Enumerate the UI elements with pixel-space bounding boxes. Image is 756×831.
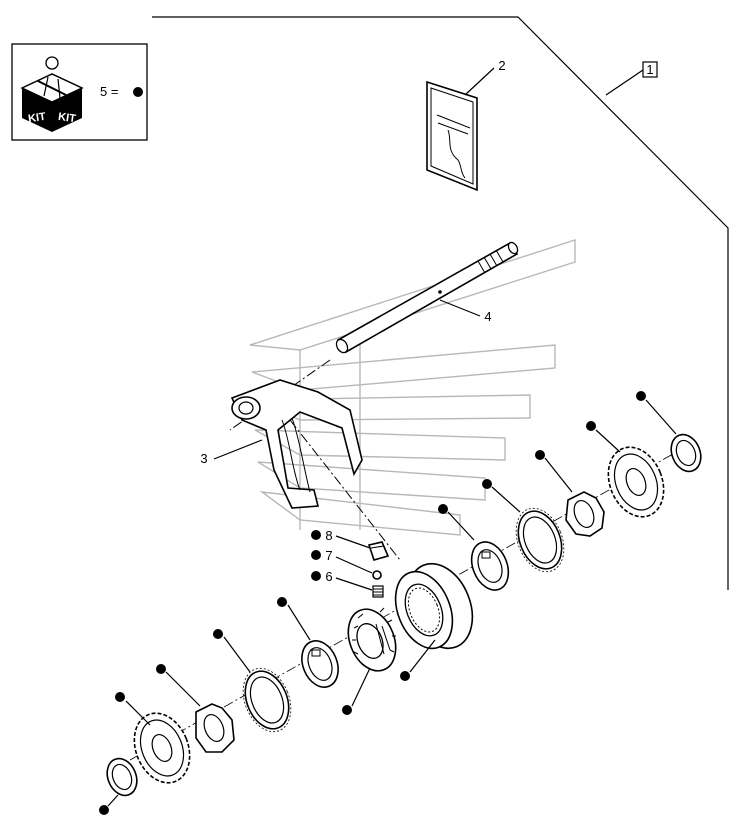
synchro-ring-left-1 xyxy=(301,640,339,688)
callout-4: 4 xyxy=(484,309,491,324)
kit-legend: KIT KIT 5 = xyxy=(11,43,148,141)
manual-decal xyxy=(426,80,478,192)
kit-box-icon: KIT KIT xyxy=(20,56,84,132)
kit-marker-cone-r xyxy=(482,479,492,489)
blocker-r-leader xyxy=(544,457,573,493)
kit-marker-8 xyxy=(311,530,321,540)
washer-l-leader xyxy=(107,794,119,807)
filled-dot-icon xyxy=(133,87,143,97)
callout-8: 8 xyxy=(325,528,332,543)
kit-marker-ring-l1 xyxy=(277,597,287,607)
callout-6: 6 xyxy=(325,569,332,584)
blocker-ring-right xyxy=(565,491,605,537)
cone-r-leader xyxy=(491,486,521,513)
group-ref-leader xyxy=(605,69,644,96)
shift-fork xyxy=(230,379,363,509)
detent-spring xyxy=(372,585,384,598)
friction-cone-left xyxy=(242,667,292,733)
kit-marker-blocker-l xyxy=(156,664,166,674)
kit-marker-washer-r xyxy=(636,391,646,401)
kit-marker-gear-r xyxy=(586,421,596,431)
kit-marker-hub xyxy=(342,705,352,715)
callout-2-leader xyxy=(464,67,495,96)
washer-right xyxy=(670,433,702,473)
washer-r-leader xyxy=(645,399,677,435)
kit-marker-collar xyxy=(400,671,410,681)
cone-l-leader xyxy=(223,636,251,673)
detent-ball xyxy=(372,570,382,580)
gear-l-leader xyxy=(125,700,151,726)
synchro-ring-right-1 xyxy=(470,541,510,591)
watermark-logo xyxy=(249,239,576,536)
detent-retainer xyxy=(367,541,390,561)
kit-legend-text: 5 = xyxy=(100,84,118,99)
synchro-hub xyxy=(347,607,397,672)
kit-marker-gear-l xyxy=(115,692,125,702)
gear-right xyxy=(607,446,665,518)
group-ref-number: 1 xyxy=(646,62,653,77)
ring-r1-leader xyxy=(447,511,475,541)
gear-left xyxy=(133,712,191,784)
kit-marker-cone-l xyxy=(213,629,223,639)
friction-cone-right xyxy=(515,507,565,573)
kit-marker-washer-l xyxy=(99,805,109,815)
ring-l1-leader xyxy=(287,604,311,641)
callout-4-leader xyxy=(439,299,481,317)
callout-8-leader xyxy=(335,535,371,549)
kit-marker-6 xyxy=(311,571,321,581)
group-bracket-line xyxy=(152,16,729,590)
callout-7: 7 xyxy=(325,548,332,563)
kit-marker-7 xyxy=(311,550,321,560)
kit-marker-ring-r1 xyxy=(438,504,448,514)
group-ref-box xyxy=(642,61,658,78)
blocker-l-leader xyxy=(165,671,201,707)
callout-3: 3 xyxy=(200,451,207,466)
callout-6-leader xyxy=(335,577,373,591)
kit-marker-blocker-r xyxy=(535,450,545,460)
hub-leader xyxy=(351,667,371,707)
blocker-ring-left xyxy=(195,703,235,753)
shift-collar xyxy=(394,562,474,650)
svg-text:KIT: KIT xyxy=(57,111,76,125)
callout-3-leader xyxy=(213,439,263,460)
shift-rail xyxy=(335,241,519,354)
svg-text:KIT: KIT xyxy=(27,111,46,125)
collar-leader xyxy=(409,639,436,673)
callout-7-leader xyxy=(335,556,373,574)
gear-r-leader xyxy=(595,429,621,453)
callout-2: 2 xyxy=(498,58,505,73)
washer-left xyxy=(106,757,138,797)
